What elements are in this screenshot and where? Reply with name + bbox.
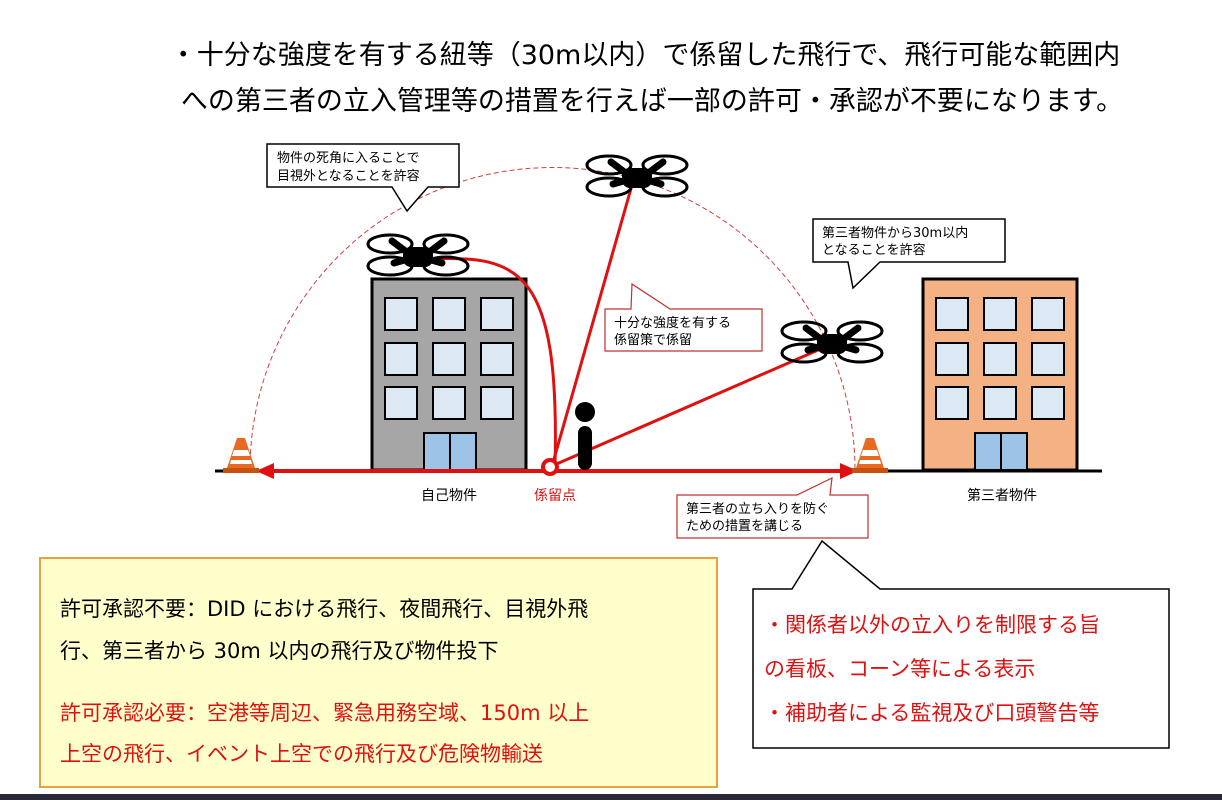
required-line-1: 許可承認必要：空港等周辺、緊急用務空域、150m 以上: [60, 701, 589, 725]
not-required-line-2: 行、第三者から 30m 以内の飛行及び物件投下: [60, 639, 499, 663]
svg-text:目視外となることを許容: 目視外となることを許容: [277, 168, 420, 184]
callout-blind-spot: 物件の死角に入ることで 目視外となることを許容: [266, 143, 460, 213]
drone-icon-left: [368, 235, 468, 275]
bottom-bar: [0, 794, 1222, 800]
label-third-party-property: 第三者物件: [967, 487, 1037, 504]
drone-icon-top: [587, 156, 687, 196]
label-tether-point: 係留点: [534, 488, 576, 504]
label-own-property: 自己物件: [421, 488, 477, 504]
required-line-2: 上空の飛行、イベント上空での飛行及び危険物輸送: [60, 742, 543, 766]
tether-point-icon: [541, 458, 559, 476]
svg-text:係留策で係留: 係留策で係留: [614, 332, 692, 348]
svg-text:第三者物件から30m以内: 第三者物件から30m以内: [822, 225, 968, 241]
measure-line-2: の看板、コーン等による表示: [764, 657, 1035, 681]
permission-notes-box: 許可承認不要：DID における飛行、夜間飛行、目視外飛 行、第三者から 30m …: [39, 557, 718, 788]
measure-line-3: ・補助者による監視及び口頭警告等: [764, 701, 1099, 725]
flight-range-arc: [249, 167, 856, 471]
assistant-person-icon: [575, 402, 595, 470]
own-building: [370, 277, 528, 472]
callout-entry-prevention: 第三者の立ち入りを防ぐ ための措置を講じる: [676, 476, 869, 539]
callout-tether: 十分な強度を有する 係留策で係留: [604, 282, 763, 352]
title-line-1: ・十分な強度を有する紐等（30m以内）で係留した飛行で、飛行可能な範囲内: [170, 40, 1121, 71]
svg-text:第三者の立ち入りを防ぐ: 第三者の立ち入りを防ぐ: [686, 501, 829, 517]
measures-box: ・関係者以外の立入りを制限する旨 の看板、コーン等による表示 ・補助者による監視…: [752, 539, 1170, 749]
tether-line-right: [551, 345, 826, 468]
svg-text:物件の死角に入ることで: 物件の死角に入ることで: [277, 151, 420, 166]
cone-icon-left: [223, 438, 259, 473]
svg-text:十分な強度を有する: 十分な強度を有する: [614, 315, 731, 331]
not-required-line-1: 許可承認不要：DID における飛行、夜間飛行、目視外飛: [60, 597, 588, 621]
svg-text:となることを許容: となることを許容: [822, 242, 926, 258]
third-party-building: [921, 277, 1079, 472]
title-line-2: への第三者の立入管理等の措置を行えば一部の許可・承認が不要になります。: [181, 86, 1123, 117]
callout-30m: 第三者物件から30m以内 となることを許容: [812, 218, 1006, 290]
arrow-head-left: [256, 463, 274, 479]
tether-line-top: [550, 184, 634, 467]
measure-line-1: ・関係者以外の立入りを制限する旨: [764, 613, 1100, 637]
cone-icon-right: [852, 438, 888, 473]
drone-icon-right: [782, 322, 882, 362]
arrow-head-right: [840, 463, 858, 479]
svg-text:ための措置を講じる: ための措置を講じる: [686, 518, 803, 534]
